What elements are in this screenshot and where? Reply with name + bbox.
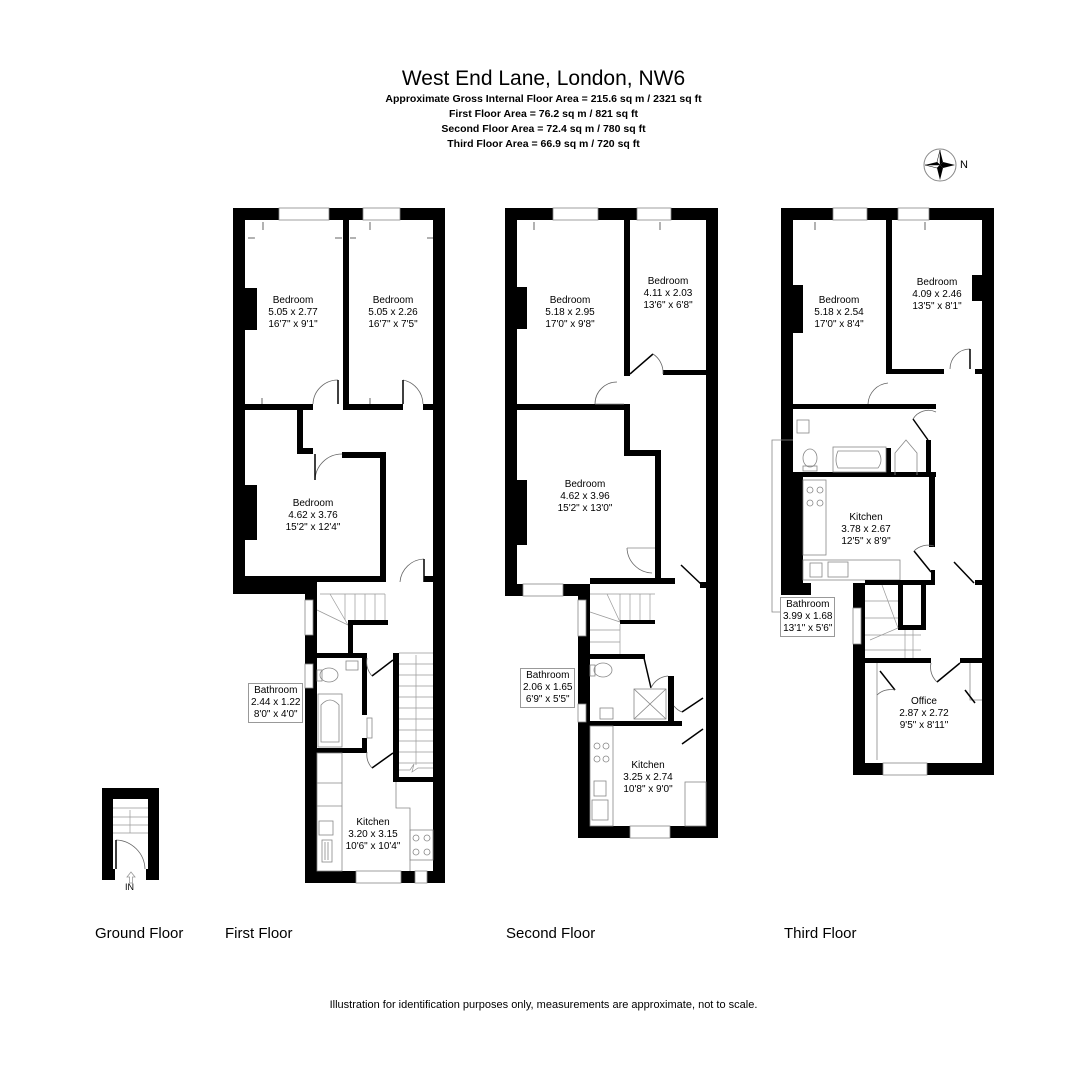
disclaimer: Illustration for identification purposes…	[329, 999, 758, 1011]
room-imperial: 13'6" x 6'8"	[643, 300, 693, 311]
room-name: Bedroom	[272, 295, 314, 306]
room-metric: 2.87 x 2.72	[899, 708, 949, 719]
room-name: Bedroom	[647, 276, 689, 287]
third-floor-bedroom-1: Bedroom 5.18 x 2.54 17'0" x 8'4"	[814, 295, 863, 331]
room-metric: 4.11 x 2.03	[643, 288, 693, 299]
third-floor-label: Third Floor	[784, 925, 857, 942]
second-floor-kitchen: Kitchen 3.25 x 2.74 10'8" x 9'0"	[623, 760, 672, 796]
room-imperial: 6'9" x 5'5"	[525, 694, 570, 705]
room-imperial: 13'1" x 5'6"	[783, 623, 833, 634]
second-floor-label: Second Floor	[506, 925, 596, 942]
room-name: Bathroom	[254, 685, 298, 696]
room-name: Bedroom	[916, 277, 958, 288]
room-name: Bathroom	[526, 670, 570, 681]
second-floor-bedroom-1: Bedroom 5.18 x 2.95 17'0" x 9'8"	[545, 295, 594, 331]
room-metric: 4.62 x 3.96	[560, 491, 610, 502]
third-floor-bathroom: Bathroom 3.99 x 1.68 13'1" x 5'6"	[780, 597, 836, 637]
second-floor-bedroom-3: Bedroom 4.62 x 3.96 15'2" x 13'0"	[558, 479, 613, 515]
third-floor-plan	[771, 207, 994, 776]
first-floor-plan	[233, 207, 445, 884]
first-floor-label: First Floor	[225, 925, 293, 942]
room-name: Kitchen	[849, 512, 883, 523]
second-floor-plan	[505, 207, 718, 839]
room-name: Office	[911, 696, 937, 707]
room-metric: 5.18 x 2.95	[545, 307, 595, 318]
ground-floor-label: Ground Floor	[95, 925, 184, 942]
room-name: Kitchen	[356, 817, 390, 828]
room-name: Bathroom	[786, 599, 830, 610]
entrance-label: IN	[125, 882, 134, 892]
room-imperial: 13'5" x 8'1"	[912, 301, 962, 312]
room-imperial: 17'0" x 9'8"	[545, 319, 595, 330]
room-metric: 3.78 x 2.67	[841, 524, 891, 535]
first-floor-area: First Floor Area = 76.2 sq m / 821 sq ft	[449, 108, 638, 120]
third-floor-kitchen: Kitchen 3.78 x 2.67 12'5" x 8'9"	[841, 512, 890, 548]
room-imperial: 15'2" x 12'4"	[285, 522, 341, 533]
room-name: Bedroom	[372, 295, 414, 306]
first-floor-kitchen: Kitchen 3.20 x 3.15 10'6" x 10'4"	[346, 817, 401, 853]
room-name: Bedroom	[564, 479, 606, 490]
first-floor-bedroom-2: Bedroom 5.05 x 2.26 16'7" x 7'5"	[368, 295, 417, 331]
room-imperial: 16'7" x 7'5"	[368, 319, 418, 330]
room-imperial: 12'5" x 8'9"	[841, 536, 891, 547]
room-imperial: 10'8" x 9'0"	[623, 784, 673, 795]
room-metric: 2.06 x 1.65	[523, 682, 573, 693]
dimension-ticks	[248, 222, 926, 404]
room-name: Bedroom	[818, 295, 860, 306]
room-metric: 3.20 x 3.15	[348, 829, 398, 840]
room-imperial: 16'7" x 9'1"	[268, 319, 318, 330]
room-metric: 5.05 x 2.77	[268, 307, 318, 318]
room-metric: 5.18 x 2.54	[814, 307, 864, 318]
gross-area: Approximate Gross Internal Floor Area = …	[385, 93, 702, 105]
first-floor-bathroom: Bathroom 2.44 x 1.22 8'0" x 4'0"	[248, 683, 304, 723]
third-floor-area: Third Floor Area = 66.9 sq m / 720 sq ft	[447, 138, 640, 150]
first-floor-bedroom-1: Bedroom 5.05 x 2.77 16'7" x 9'1"	[268, 295, 317, 331]
room-metric: 4.09 x 2.46	[912, 289, 962, 300]
third-floor-bedroom-2: Bedroom 4.09 x 2.46 13'5" x 8'1"	[912, 277, 961, 313]
second-floor-bedroom-2: Bedroom 4.11 x 2.03 13'6" x 6'8"	[643, 276, 692, 312]
room-imperial: 17'0" x 8'4"	[814, 319, 864, 330]
room-metric: 5.05 x 2.26	[368, 307, 418, 318]
ground-floor-plan	[102, 788, 159, 884]
room-name: Kitchen	[631, 760, 665, 771]
second-floor-bathroom: Bathroom 2.06 x 1.65 6'9" x 5'5"	[520, 668, 576, 708]
room-metric: 3.99 x 1.68	[783, 611, 833, 622]
room-imperial: 8'0" x 4'0"	[253, 709, 298, 720]
room-metric: 3.25 x 2.74	[623, 772, 673, 783]
room-metric: 2.44 x 1.22	[251, 697, 301, 708]
compass-north-label: N	[960, 159, 968, 171]
third-floor-office: Office 2.87 x 2.72 9'5" x 8'11"	[899, 696, 948, 732]
room-imperial: 15'2" x 13'0"	[557, 503, 613, 514]
room-metric: 4.62 x 3.76	[288, 510, 338, 521]
room-name: Bedroom	[549, 295, 591, 306]
compass-rose-icon	[923, 148, 957, 182]
room-name: Bedroom	[292, 498, 334, 509]
second-floor-area: Second Floor Area = 72.4 sq m / 780 sq f…	[441, 123, 646, 135]
room-imperial: 9'5" x 8'11"	[899, 720, 949, 731]
room-imperial: 10'6" x 10'4"	[345, 841, 401, 852]
property-title: West End Lane, London, NW6	[401, 67, 686, 90]
plan-header: West End Lane, London, NW6 Approximate G…	[0, 66, 1087, 152]
first-floor-bedroom-3: Bedroom 4.62 x 3.76 15'2" x 12'4"	[286, 498, 341, 534]
